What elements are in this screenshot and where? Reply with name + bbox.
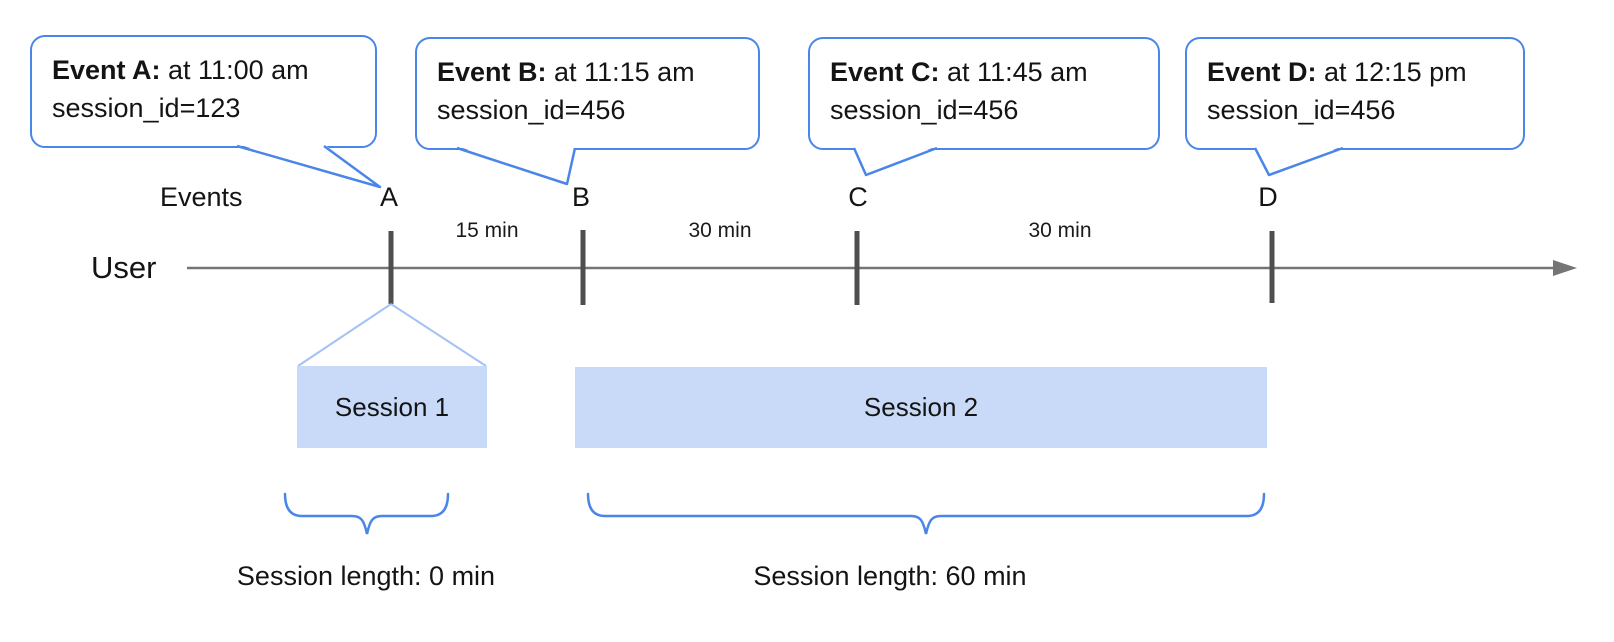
session1-length-label: Session length: 0 min: [236, 561, 496, 591]
callout-event-a-session: session_id=123: [52, 93, 241, 123]
interval-b-c: 30 min: [688, 219, 752, 242]
callout-event-d-title: Event D:: [1207, 57, 1317, 87]
callout-tail-a: [236, 144, 382, 189]
callout-event-c-time: at 11:45 am: [939, 57, 1088, 87]
user-row-label: User: [91, 250, 157, 285]
arrow-head-icon: [1553, 260, 1577, 276]
callout-event-b: Event B: at 11:15 am session_id=456: [415, 37, 760, 150]
interval-a-b: 15 min: [455, 219, 519, 242]
event-marker-b: B: [571, 182, 590, 212]
callout-event-b-title: Event B:: [437, 57, 547, 87]
event-marker-c: C: [848, 182, 868, 212]
callout-event-c-line1: Event C: at 11:45 am: [830, 53, 1138, 91]
session1-box: Session 1: [297, 366, 487, 448]
callout-event-c: Event C: at 11:45 am session_id=456: [808, 37, 1160, 150]
interval-c-d: 30 min: [1028, 219, 1092, 242]
session2-length-label: Session length: 60 min: [753, 561, 1027, 591]
callout-event-b-line1: Event B: at 11:15 am: [437, 53, 738, 91]
callout-event-a-line1: Event A: at 11:00 am: [52, 51, 355, 89]
callout-tail-c: [852, 146, 938, 177]
callout-tail-d: [1253, 146, 1344, 177]
session1-funnel-lines: [297, 303, 487, 367]
session2-label: Session 2: [863, 392, 979, 422]
session1-label: Session 1: [334, 391, 450, 422]
event-marker-d: D: [1258, 182, 1278, 212]
user-timeline-arrow: [187, 260, 1577, 276]
events-row-label: Events: [160, 182, 243, 212]
callout-event-d-time: at 12:15 pm: [1316, 57, 1467, 87]
callout-event-b-time: at 11:15 am: [546, 57, 695, 87]
session2-box: Session 2: [575, 367, 1267, 448]
callout-event-d-line1: Event D: at 12:15 pm: [1207, 53, 1503, 91]
callout-event-d: Event D: at 12:15 pm session_id=456: [1185, 37, 1525, 150]
session1-brace: [283, 492, 450, 535]
callout-event-a: Event A: at 11:00 am session_id=123: [30, 35, 377, 148]
callout-tail-b: [456, 146, 577, 186]
callout-event-c-title: Event C:: [830, 57, 940, 87]
callout-event-a-time: at 11:00 am: [160, 55, 309, 85]
session2-brace: [586, 492, 1266, 535]
callout-event-d-session: session_id=456: [1207, 95, 1396, 125]
event-marker-a: A: [379, 182, 398, 212]
callout-event-c-session: session_id=456: [830, 95, 1019, 125]
callout-event-b-session: session_id=456: [437, 95, 626, 125]
callout-event-a-title: Event A:: [52, 55, 161, 85]
